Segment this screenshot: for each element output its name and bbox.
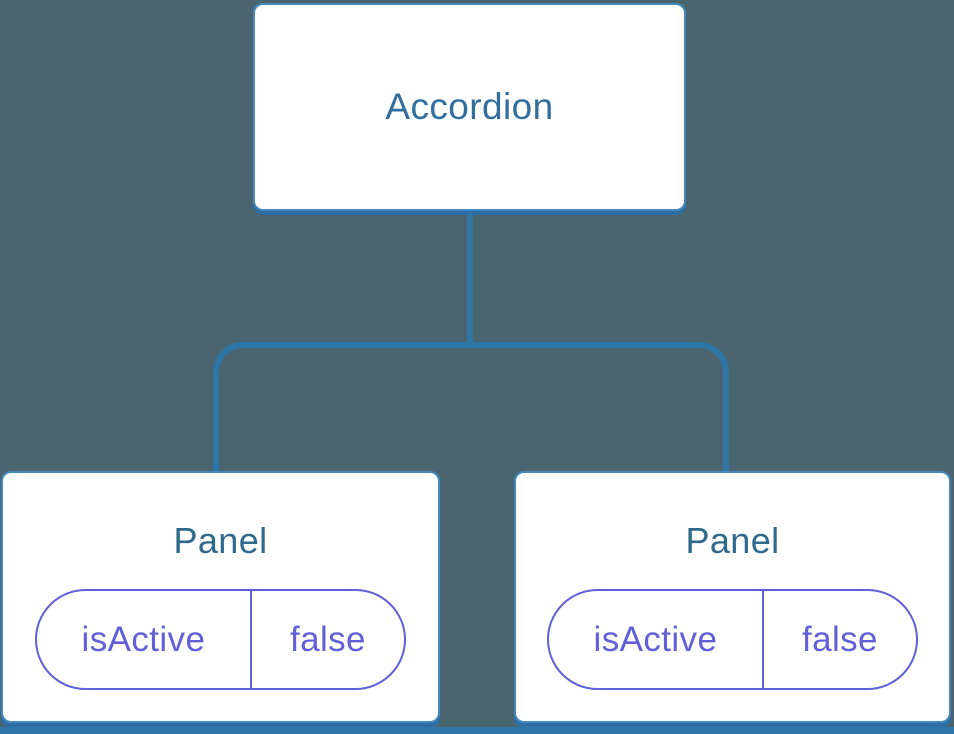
- tree-node-accordion: Accordion: [253, 3, 686, 211]
- connector-stem: [467, 213, 473, 348]
- connector-branch: [213, 342, 729, 472]
- tree-node-panel-2: Panel isActive false: [514, 471, 951, 723]
- state-value: false: [289, 619, 366, 659]
- panel-node-label: Panel: [173, 520, 268, 561]
- panel-node-label: Panel: [685, 520, 780, 561]
- bottom-edge-bar: [0, 727, 954, 734]
- state-value: false: [801, 619, 878, 659]
- state-pill: isActive false: [35, 589, 406, 690]
- accordion-node-label: Accordion: [385, 86, 554, 127]
- tree-node-panel-1: Panel isActive false: [1, 471, 440, 723]
- state-name: isActive: [549, 591, 764, 688]
- state-name: isActive: [37, 591, 252, 688]
- state-pill: isActive false: [547, 589, 918, 690]
